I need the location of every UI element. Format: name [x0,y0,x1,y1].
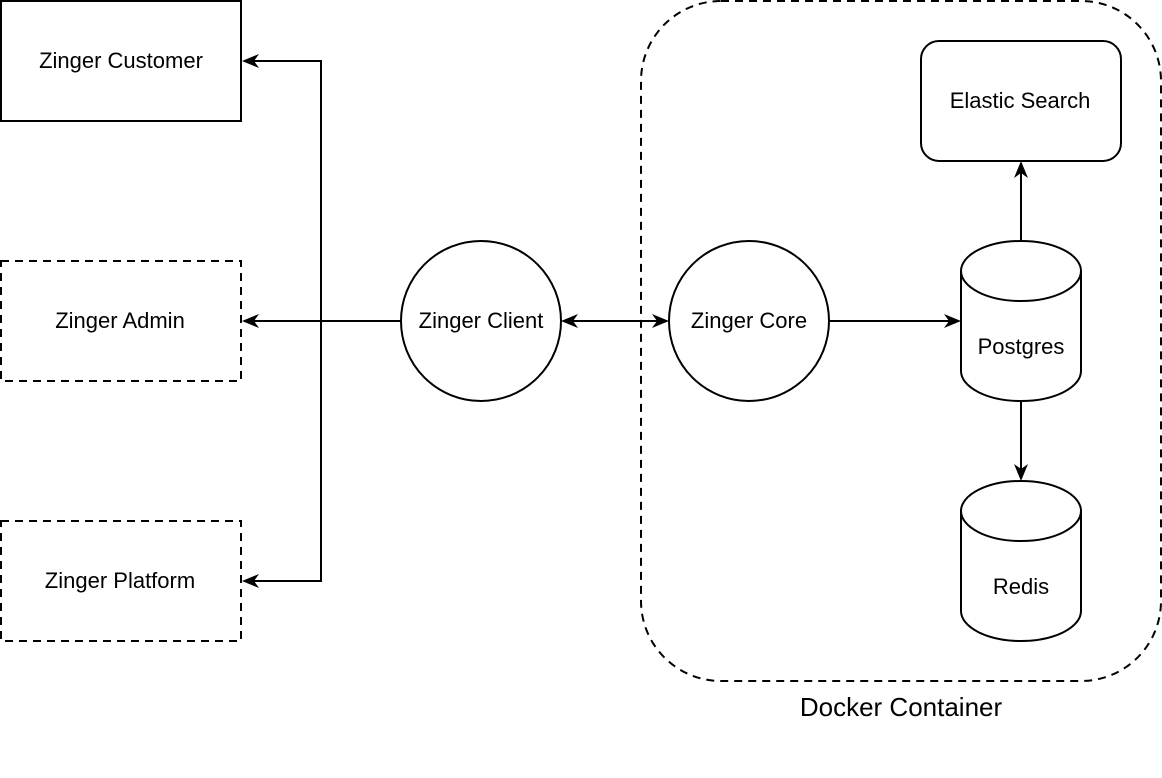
node-zinger-core[interactable]: Zinger Core [668,240,830,402]
arrowhead-client [561,314,578,328]
zinger-platform-box [0,520,242,642]
node-zinger-platform[interactable]: Zinger Platform [0,520,242,642]
edge-client-customer [252,60,322,321]
zinger-admin-label: Zinger Admin [55,308,185,333]
arrowhead-customer [242,54,259,68]
postgres-cylinder-rim [960,270,1082,302]
node-zinger-customer[interactable]: Zinger Customer [0,0,242,122]
zinger-platform-label: Zinger Platform [45,568,195,593]
zinger-client-label: Zinger Client [419,308,544,333]
zinger-admin-box [0,260,242,382]
arrowhead-platform [242,574,259,588]
edge-client-platform [252,321,322,582]
postgres-label: Postgres [978,334,1065,359]
arrowhead-postgres [944,314,961,328]
edges [242,54,1028,588]
elastic-search-box [920,40,1122,162]
node-zinger-client[interactable]: Zinger Client [400,240,562,402]
postgres-cylinder-body [960,240,1082,402]
arrowhead-admin [242,314,259,328]
elastic-search-label: Elastic Search [950,88,1091,113]
redis-cylinder-rim [960,510,1082,542]
node-postgres[interactable]: Postgres [960,240,1082,402]
zinger-customer-box [0,0,242,122]
node-redis[interactable]: Redis [960,480,1082,642]
arrowhead-redis [1014,464,1028,481]
zinger-core-circle [668,240,830,402]
docker-container-label: Docker Container [800,692,1003,722]
zinger-customer-label: Zinger Customer [39,48,203,73]
redis-cylinder-body [960,480,1082,642]
node-elastic-search[interactable]: Elastic Search [920,40,1122,162]
zinger-core-label: Zinger Core [691,308,807,333]
node-zinger-admin[interactable]: Zinger Admin [0,260,242,382]
zinger-client-circle [400,240,562,402]
arrowhead-elastic [1014,161,1028,178]
redis-label: Redis [993,574,1049,599]
arrowhead-core [652,314,669,328]
